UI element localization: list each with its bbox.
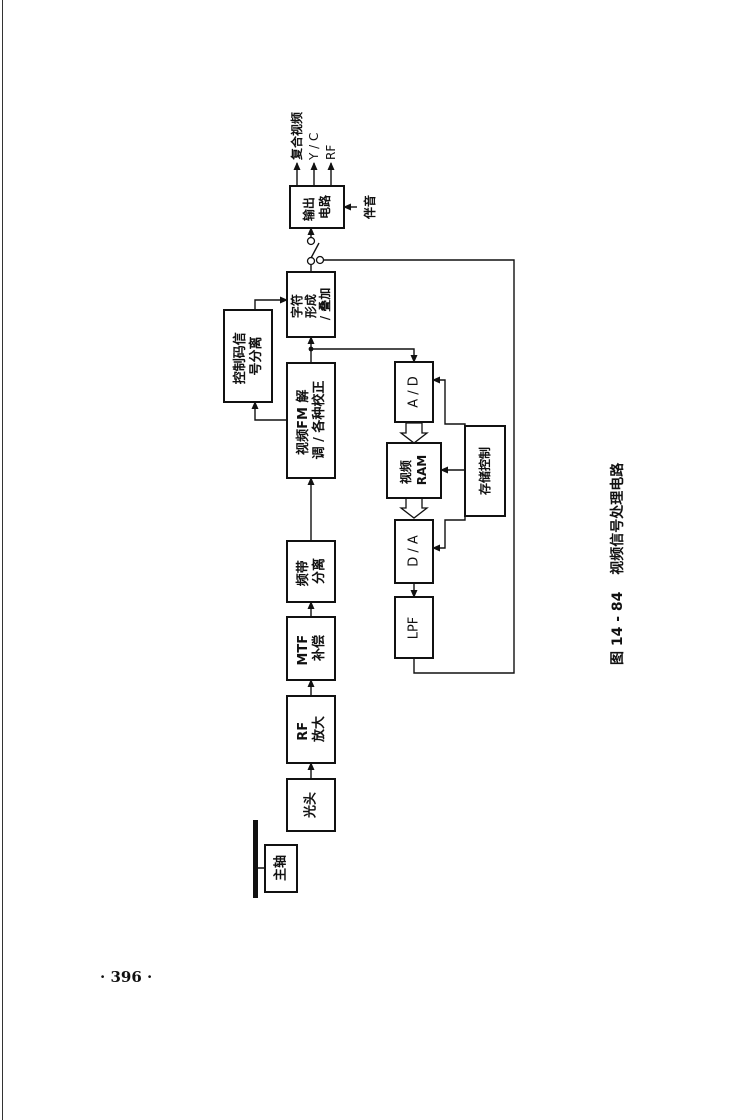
wire-ctrl-to-char: [254, 296, 288, 310]
mem-ctrl-label: 存储控制: [477, 447, 492, 496]
audio-label: 伴音: [362, 195, 377, 220]
wire-lpf-to-switch: [320, 259, 515, 674]
caption-number: 图 14 - 84: [610, 591, 626, 665]
rf-amp-box: [286, 695, 336, 764]
output-label-yc: Y / C: [307, 133, 321, 161]
da-box: [394, 519, 434, 584]
spindle-label: 主轴: [273, 855, 289, 881]
bus-arrow-ad-to-ram: [399, 422, 429, 444]
optical-head-label: 光头: [303, 792, 319, 819]
fm-demod-box: [286, 362, 336, 479]
ctrl-sep-label: 控制码信 号分离: [232, 328, 264, 385]
switch-contact: [306, 256, 316, 266]
ctrl-sep-box: [223, 309, 273, 403]
switch-contact: [306, 236, 316, 246]
figure-caption: 图 14 - 84 视频信号处理电路: [609, 462, 626, 665]
fm-demod-label: 视频FM 解 调 / 各种校正: [295, 381, 327, 460]
da-label: D / A: [407, 535, 422, 567]
lpf-box: [394, 596, 434, 659]
output-label: 输出 电路: [301, 193, 332, 221]
ram-box: [386, 442, 442, 499]
bus-arrow-ram-to-da: [399, 497, 429, 519]
band-sep-box: [286, 540, 336, 603]
lpf-label: LPF: [407, 617, 422, 640]
caption-title: 视频信号处理电路: [609, 462, 626, 575]
page-number: · 396 ·: [100, 968, 153, 986]
left-margin-rule: [2, 0, 3, 1120]
mem-ctrl-box: [464, 425, 506, 517]
output-label-composite: 复合视频: [289, 112, 304, 161]
mtf-comp-label: MTF 补偿: [296, 630, 327, 665]
wire-demod-to-ctrl: [251, 401, 287, 421]
mtf-comp-box: [286, 616, 336, 681]
output-label-rf: RF: [324, 145, 338, 160]
band-sep-label: 频带 分离: [295, 556, 327, 587]
output-box: [289, 185, 345, 229]
switch-contact: [315, 255, 325, 265]
wire-to-ad: [311, 348, 418, 363]
spindle-box: [264, 844, 298, 893]
optical-head-box: [286, 778, 336, 832]
spindle-plate: [253, 820, 258, 898]
ram-label: 视频 RAM: [398, 455, 429, 485]
switch-blade: [310, 242, 320, 259]
ad-box: [394, 361, 434, 423]
char-gen-label: 字符 形成 / 叠加: [289, 288, 332, 321]
ad-label: A / D: [407, 376, 422, 408]
char-gen-box: [286, 271, 336, 338]
rf-amp-label: RF 放大: [296, 716, 327, 743]
